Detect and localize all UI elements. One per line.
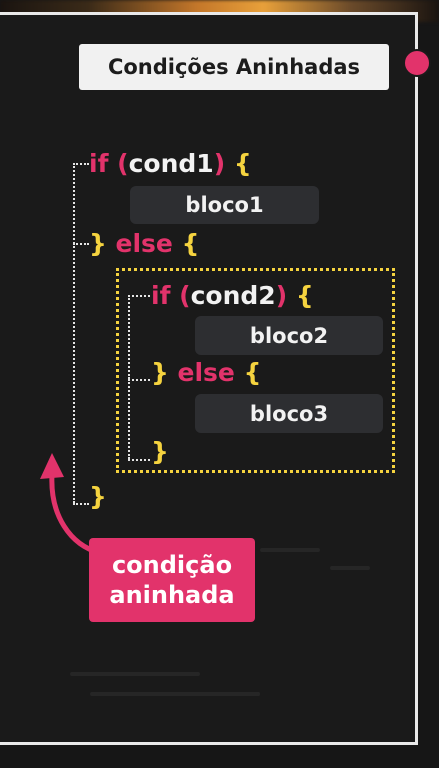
outer-if-line: if (cond1) {	[89, 149, 252, 179]
outer-else-line: } else {	[89, 229, 199, 259]
open-paren: (	[179, 281, 191, 310]
outer-close-line: }	[89, 482, 107, 512]
diagram-board	[0, 12, 418, 745]
open-brace: {	[295, 281, 314, 310]
inner-if-line: if (cond2) {	[151, 281, 314, 311]
if-keyword: if	[89, 149, 109, 178]
open-brace: {	[233, 149, 252, 178]
badge-line-2: aninhada	[109, 581, 235, 609]
inner-connector-if	[128, 295, 150, 297]
close-brace: }	[151, 358, 169, 387]
inner-connector-end	[128, 459, 150, 461]
open-brace: {	[243, 358, 262, 387]
close-brace: }	[89, 229, 107, 258]
outer-connector-if	[73, 163, 89, 165]
inner-connector-else-a	[128, 379, 150, 381]
decorative-line	[230, 692, 260, 696]
inner-else-line: } else {	[151, 358, 261, 388]
else-keyword: else	[177, 358, 235, 387]
decorative-line	[330, 566, 370, 570]
outer-connector-else	[73, 243, 89, 245]
close-brace: }	[151, 437, 169, 466]
open-paren: (	[117, 149, 129, 178]
nested-condition-box	[116, 268, 395, 473]
bloco3-block: bloco3	[195, 394, 383, 433]
bloco1-block: bloco1	[130, 186, 319, 224]
decorative-line	[90, 692, 260, 696]
cond2-label: cond2	[190, 281, 276, 310]
nested-condition-badge: condição aninhada	[89, 538, 255, 622]
decorative-line	[70, 672, 200, 676]
inner-connector-vertical-2	[128, 379, 130, 459]
if-keyword: if	[151, 281, 171, 310]
pink-dot-icon	[403, 49, 431, 77]
outer-connector-end	[73, 503, 89, 505]
close-paren: )	[213, 149, 226, 178]
outer-connector-vertical	[73, 163, 75, 503]
inner-connector-vertical-1	[128, 295, 130, 379]
else-keyword: else	[115, 229, 173, 258]
badge-line-1: condição	[111, 551, 233, 579]
close-paren: )	[275, 281, 288, 310]
open-brace: {	[181, 229, 200, 258]
decorative-line	[260, 548, 320, 552]
page-title: Condições Aninhadas	[79, 44, 389, 90]
close-brace: }	[89, 482, 107, 511]
cond1-label: cond1	[128, 149, 214, 178]
inner-close-line: }	[151, 437, 169, 467]
bloco2-block: bloco2	[195, 316, 383, 355]
